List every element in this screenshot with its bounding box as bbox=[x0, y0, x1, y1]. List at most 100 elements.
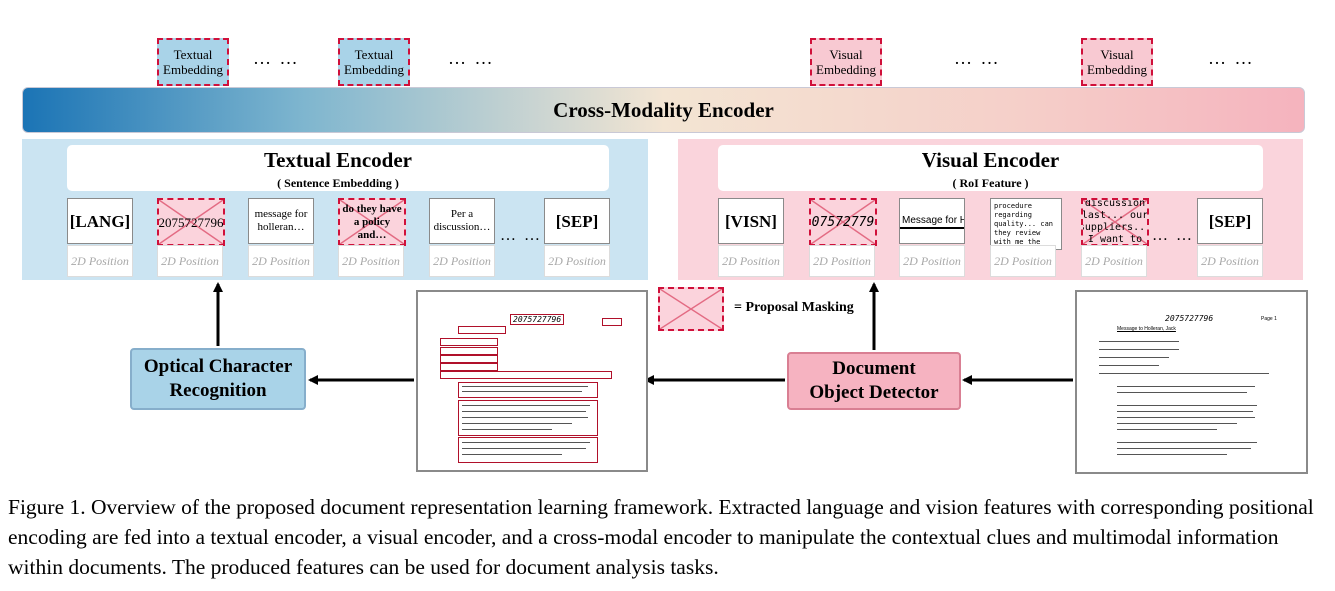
doc-text-line bbox=[462, 454, 562, 455]
visual-encoder-panel: Visual Encoder ( RoI Feature ) [VISN] 20… bbox=[678, 139, 1303, 280]
mask-cross-icon bbox=[159, 200, 223, 244]
doc-box bbox=[458, 437, 598, 463]
textual-encoder-panel: Textual Encoder ( Sentence Embedding ) [… bbox=[22, 139, 648, 280]
visual-embedding-1: Visual Embedding bbox=[810, 38, 882, 86]
doc-box bbox=[458, 382, 598, 398]
doc-text-line bbox=[1099, 341, 1179, 342]
token-message: message for holleran… bbox=[248, 198, 314, 244]
roi-number-text: 2075727796 bbox=[811, 214, 875, 230]
mask-cross-icon bbox=[340, 200, 404, 244]
position-cell: 2D Position bbox=[429, 245, 495, 277]
position-cell: 2D Position bbox=[544, 245, 610, 277]
doc-box bbox=[440, 371, 612, 379]
doc-text-line bbox=[462, 386, 588, 387]
doc-text-line bbox=[1117, 417, 1255, 418]
doc-text-line bbox=[1117, 429, 1217, 430]
position-cell: 2D Position bbox=[1197, 245, 1263, 277]
position-cell: 2D Position bbox=[899, 245, 965, 277]
doc-text-line bbox=[1099, 349, 1179, 350]
doc-text-line bbox=[462, 423, 572, 424]
doc-box bbox=[458, 326, 506, 334]
position-cell: 2D Position bbox=[1081, 245, 1147, 277]
doc-number-box: 2075727796 bbox=[510, 314, 565, 325]
token-ellipsis: … … bbox=[500, 227, 542, 244]
doc-text-line bbox=[462, 411, 586, 412]
ocr-box: Optical Character Recognition bbox=[130, 348, 306, 410]
visual-encoder-title: Visual Encoder bbox=[921, 148, 1060, 172]
embedding-ellipsis-3: … … bbox=[954, 48, 1001, 68]
document-object-detector-box: Document Object Detector bbox=[787, 352, 961, 410]
token-number-text: 2075727796 bbox=[158, 214, 224, 230]
doc-text-line bbox=[1099, 357, 1169, 358]
raw-doc-title: Message to Holleran, Jack bbox=[1117, 326, 1176, 332]
position-cell: 2D Position bbox=[338, 245, 404, 277]
token-sep-visual: [SEP] bbox=[1197, 198, 1263, 244]
doc-text-line bbox=[462, 429, 552, 430]
doc-box bbox=[602, 318, 622, 326]
roi-message: Message for Holleran bbox=[899, 198, 965, 244]
visual-embedding-2: Visual Embedding bbox=[1081, 38, 1153, 86]
doc-text-line bbox=[1117, 405, 1257, 406]
doc-text-line bbox=[462, 448, 586, 449]
doc-text-line bbox=[1117, 442, 1257, 443]
cross-modality-label: Cross-Modality Encoder bbox=[553, 97, 774, 122]
token-sep: [SEP] bbox=[544, 198, 610, 244]
embedding-ellipsis-1: … … bbox=[253, 48, 300, 68]
doc-text-line bbox=[462, 405, 590, 406]
roi-ellipsis: … … bbox=[1152, 227, 1194, 244]
legend-label: = Proposal Masking bbox=[734, 300, 854, 315]
roi-discussion-text: discussion last... our suppliers... I wa… bbox=[1081, 198, 1149, 245]
doc-text-line bbox=[1117, 386, 1255, 387]
doc-box bbox=[440, 363, 498, 371]
cross-modality-encoder: Cross-Modality Encoder bbox=[22, 87, 1305, 133]
doc-text-line bbox=[462, 391, 582, 392]
dod-label: Document Object Detector bbox=[809, 358, 939, 403]
doc-text-line bbox=[462, 442, 590, 443]
doc-text-line bbox=[1117, 411, 1253, 412]
raw-doc-page: Page 1 bbox=[1261, 316, 1277, 322]
proposal-mask-legend-swatch bbox=[658, 287, 724, 331]
token-lang: [LANG] bbox=[67, 198, 133, 244]
doc-text-line bbox=[1117, 392, 1247, 393]
detected-document-thumbnail: 2075727796 bbox=[416, 290, 648, 472]
token-discussion: Per a discussion… bbox=[429, 198, 495, 244]
raw-doc-number: 2075727796 bbox=[1165, 314, 1214, 323]
doc-box bbox=[458, 400, 598, 436]
textual-embedding-2: Textual Embedding bbox=[338, 38, 410, 86]
mask-cross-icon bbox=[659, 288, 723, 330]
doc-text-line bbox=[1099, 365, 1159, 366]
roi-masked-discussion: discussion last... our suppliers... I wa… bbox=[1081, 198, 1149, 246]
mask-cross-icon bbox=[811, 200, 875, 244]
roi-masked-number: 2075727796 bbox=[809, 198, 877, 246]
raw-document-thumbnail: 2075727796 Page 1 Message to Holleran, J… bbox=[1075, 290, 1308, 474]
embedding-ellipsis-2: … … bbox=[448, 48, 495, 68]
doc-box bbox=[440, 338, 498, 346]
position-cell: 2D Position bbox=[809, 245, 875, 277]
textual-embedding-1: Textual Embedding bbox=[157, 38, 229, 86]
doc-text-line bbox=[1099, 373, 1269, 374]
doc-text-line bbox=[462, 417, 588, 418]
position-cell: 2D Position bbox=[990, 245, 1056, 277]
token-masked-policy: do they have a policy and… bbox=[338, 198, 406, 246]
token-policy-text: do they have a policy and… bbox=[342, 202, 402, 241]
position-cell: 2D Position bbox=[718, 245, 784, 277]
visual-encoder-header: Visual Encoder ( RoI Feature ) bbox=[718, 145, 1263, 191]
doc-text-line bbox=[1117, 448, 1251, 449]
visual-encoder-subtitle: ( RoI Feature ) bbox=[952, 176, 1029, 190]
position-cell: 2D Position bbox=[67, 245, 133, 277]
doc-box bbox=[440, 347, 498, 355]
textual-encoder-title: Textual Encoder bbox=[264, 148, 412, 172]
textual-encoder-subtitle: ( Sentence Embedding ) bbox=[277, 176, 399, 190]
token-masked-number: 2075727796 bbox=[157, 198, 225, 246]
ocr-label: Optical Character Recognition bbox=[143, 356, 293, 401]
doc-text-line bbox=[1117, 423, 1237, 424]
position-cell: 2D Position bbox=[248, 245, 314, 277]
textual-encoder-header: Textual Encoder ( Sentence Embedding ) bbox=[67, 145, 609, 191]
roi-message-text: Message for Holleran bbox=[900, 214, 964, 229]
token-visn: [VISN] bbox=[718, 198, 784, 244]
doc-box bbox=[440, 355, 498, 363]
position-cell: 2D Position bbox=[157, 245, 223, 277]
embedding-ellipsis-4: … … bbox=[1208, 48, 1255, 68]
mask-cross-icon bbox=[1083, 200, 1147, 244]
